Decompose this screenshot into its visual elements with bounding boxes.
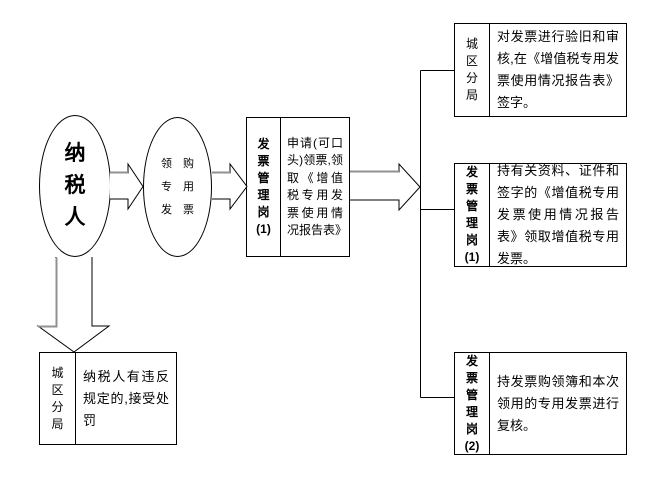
node-penalty-box: 城 区 分 局 纳税人有违反规定的,接受处罚: [39, 352, 177, 445]
issue-desc-text: 持有关资料、证件和签字的《增值税专用发票使用情况报告表》领取增值税专用发票。: [497, 163, 619, 266]
apply-desc-text: 申请(可口头)领票,领取《增值税专用发票使用情况报告表》: [287, 135, 348, 238]
apply-role-label: 发 票 管 理 岗 (1): [256, 137, 271, 236]
penalty-desc-cell: 纳税人有违反规定的,接受处罚: [76, 353, 176, 444]
branch-connector-lines: [420, 70, 454, 398]
arrow-purchase-to-apply: [212, 162, 248, 211]
taxpayer-label: 纳 税 人: [64, 142, 86, 229]
review-role-cell: 发 票 管 理 岗 (2): [455, 353, 490, 454]
arrow-apply-to-branch: [350, 162, 421, 212]
issue-desc-cell: 持有关资料、证件和签字的《增值税专用发票使用情况报告表》领取增值税专用发票。: [490, 163, 626, 266]
verify-desc-text: 对发票进行验旧和审核,在《增值税专用发票使用情况报告表》签字。: [497, 29, 619, 110]
penalty-role-cell: 城 区 分 局: [40, 353, 76, 444]
purchase-label: 领 购 专 用 发 票: [161, 157, 194, 216]
penalty-role-label: 城 区 分 局: [51, 365, 64, 431]
review-role-label: 发 票 管 理 岗 (2): [464, 353, 480, 453]
arrow-taxpayer-to-purchase: [110, 162, 144, 211]
apply-desc-cell: 申请(可口头)领票,领取《增值税专用发票使用情况报告表》: [281, 118, 349, 256]
node-apply-box: 发 票 管 理 岗 (1) 申请(可口头)领票,领取《增值税专用发票使用情况报告…: [246, 117, 350, 257]
issue-role-label: 发 票 管 理 岗 (1): [464, 165, 480, 264]
review-desc-text: 持发票购领簿和本次领用的专用发票进行复核。: [497, 373, 619, 433]
arrow-taxpayer-to-penalty-highlight: [38, 258, 58, 328]
review-desc-cell: 持发票购领簿和本次领用的专用发票进行复核。: [490, 353, 626, 454]
node-purchase-ellipse: 领 购 专 用 发 票: [143, 117, 212, 257]
penalty-desc-text: 纳税人有违反规定的,接受处罚: [83, 368, 169, 428]
verify-role-cell: 城 区 分 局: [455, 24, 490, 116]
verify-desc-cell: 对发票进行验旧和审核,在《增值税专用发票使用情况报告表》签字。: [490, 24, 626, 116]
issue-role-cell: 发 票 管 理 岗 (1): [455, 164, 490, 266]
node-issue-box: 发 票 管 理 岗 (1) 持有关资料、证件和签字的《增值税专用发票使用情况报告…: [454, 163, 627, 267]
verify-role-label: 城 区 分 局: [465, 37, 478, 102]
node-verify-box: 城 区 分 局 对发票进行验旧和审核,在《增值税专用发票使用情况报告表》签字。: [454, 23, 627, 117]
apply-role-cell: 发 票 管 理 岗 (1): [247, 118, 281, 256]
node-taxpayer-ellipse: 纳 税 人: [39, 115, 111, 257]
node-review-box: 发 票 管 理 岗 (2) 持发票购领簿和本次领用的专用发票进行复核。: [454, 352, 627, 455]
arrow-taxpayer-to-penalty: [36, 257, 111, 353]
